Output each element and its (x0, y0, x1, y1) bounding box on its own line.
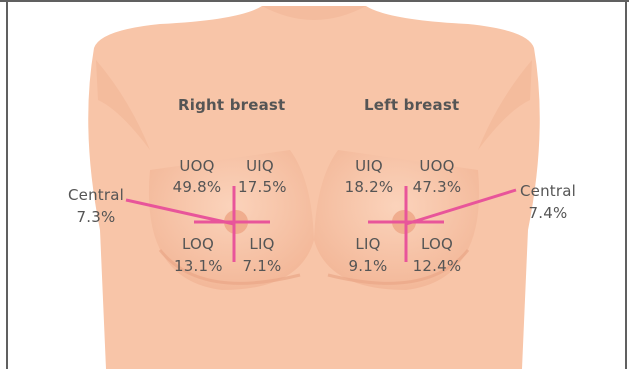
left-uiq-label: UIQ (344, 157, 394, 175)
right-central-label: Central (64, 186, 128, 204)
left-central-value: 7.4% (516, 204, 580, 222)
left-breast-heading: Left breast (364, 96, 459, 114)
left-liq-value: 9.1% (346, 257, 390, 275)
right-liq-value: 7.1% (240, 257, 284, 275)
left-central-label: Central (516, 182, 580, 200)
right-uoq-label: UOQ (172, 157, 222, 175)
left-uoq-label: UOQ (412, 157, 462, 175)
right-loq-label: LOQ (174, 235, 222, 253)
right-breast-heading: Right breast (178, 96, 285, 114)
left-uiq-value: 18.2% (344, 178, 394, 196)
right-uoq-value: 49.8% (172, 178, 222, 196)
left-loq-value: 12.4% (412, 257, 462, 275)
right-central-value: 7.3% (64, 208, 128, 226)
right-loq-value: 13.1% (174, 257, 222, 275)
right-uiq-label: UIQ (238, 157, 282, 175)
left-uoq-value: 47.3% (412, 178, 462, 196)
right-liq-label: LIQ (240, 235, 284, 253)
left-loq-label: LOQ (412, 235, 462, 253)
right-uiq-value: 17.5% (238, 178, 282, 196)
left-liq-label: LIQ (346, 235, 390, 253)
